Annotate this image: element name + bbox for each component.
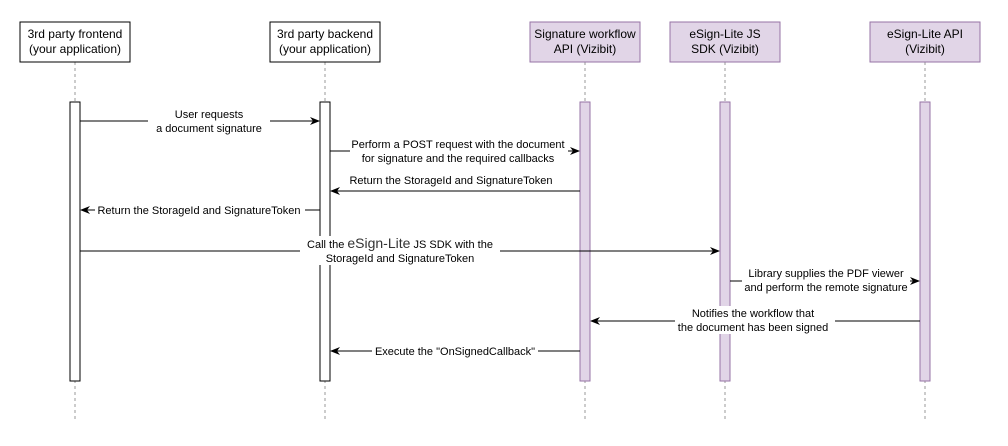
activation-workflow — [579, 101, 591, 382]
message-5-line2: StorageId and SignatureToken — [326, 253, 475, 265]
message-5-pre: Call the — [307, 239, 347, 251]
message-onsigned-callback: Execute the "OnSignedCallback" — [330, 344, 580, 358]
message-return-token-backend: Return the StorageId and SignatureToken — [330, 174, 580, 195]
activation-api — [919, 101, 931, 382]
message-1-line1: User requests — [175, 109, 244, 121]
message-pdf-viewer: Library supplies the PDF viewer and perf… — [730, 266, 920, 294]
participant-api-line2: (Vizibit) — [905, 42, 945, 56]
participant-backend-line1: 3rd party backend — [277, 27, 373, 41]
message-post-request: Perform a POST request with the document… — [330, 137, 580, 165]
participant-workflow: Signature workflow API (Vizibit) — [529, 21, 641, 63]
participant-frontend-line2: (your application) — [29, 42, 121, 56]
message-2-line2: for signature and the required callbacks — [362, 153, 555, 165]
message-3-line1: Return the StorageId and SignatureToken — [349, 175, 552, 187]
message-return-token-frontend: Return the StorageId and SignatureToken — [80, 203, 320, 217]
message-7-line2: the document has been signed — [678, 322, 828, 334]
participant-frontend: 3rd party frontend (your application) — [19, 21, 131, 63]
message-1-line2: a document signature — [156, 123, 262, 135]
participant-api: eSign-Lite API (Vizibit) — [869, 21, 981, 63]
participant-api-line1: eSign-Lite API — [887, 27, 963, 41]
activation-frontend — [69, 101, 81, 382]
participant-sdk-line2: SDK (Vizibit) — [691, 42, 759, 56]
message-5-line1: Call the eSign-Lite JS SDK with the — [307, 235, 493, 251]
message-7-line1: Notifies the workflow that — [692, 308, 814, 320]
participant-backend-line2: (your application) — [279, 42, 371, 56]
message-call-sdk: Call the eSign-Lite JS SDK with the Stor… — [80, 235, 720, 265]
activation-sdk — [719, 101, 731, 382]
participant-frontend-line1: 3rd party frontend — [28, 27, 123, 41]
message-6-line1: Library supplies the PDF viewer — [748, 268, 904, 280]
message-4-line1: Return the StorageId and SignatureToken — [97, 205, 300, 217]
message-6-line2: and perform the remote signature — [744, 282, 907, 294]
message-user-requests: User requests a document signature — [80, 107, 320, 135]
participant-sdk-line1: eSign-Lite JS — [689, 27, 760, 41]
message-8-line1: Execute the "OnSignedCallback" — [375, 346, 535, 358]
message-5-post: JS SDK with the — [410, 239, 493, 251]
participant-workflow-line2: API (Vizibit) — [554, 42, 616, 56]
participant-sdk: eSign-Lite JS SDK (Vizibit) — [669, 21, 781, 63]
message-2-line1: Perform a POST request with the document — [351, 139, 564, 151]
message-notify-workflow: Notifies the workflow that the document … — [590, 306, 920, 334]
message-5-brand: eSign-Lite — [347, 235, 410, 251]
participant-backend: 3rd party backend (your application) — [269, 21, 381, 63]
participant-workflow-line1: Signature workflow — [534, 27, 636, 41]
